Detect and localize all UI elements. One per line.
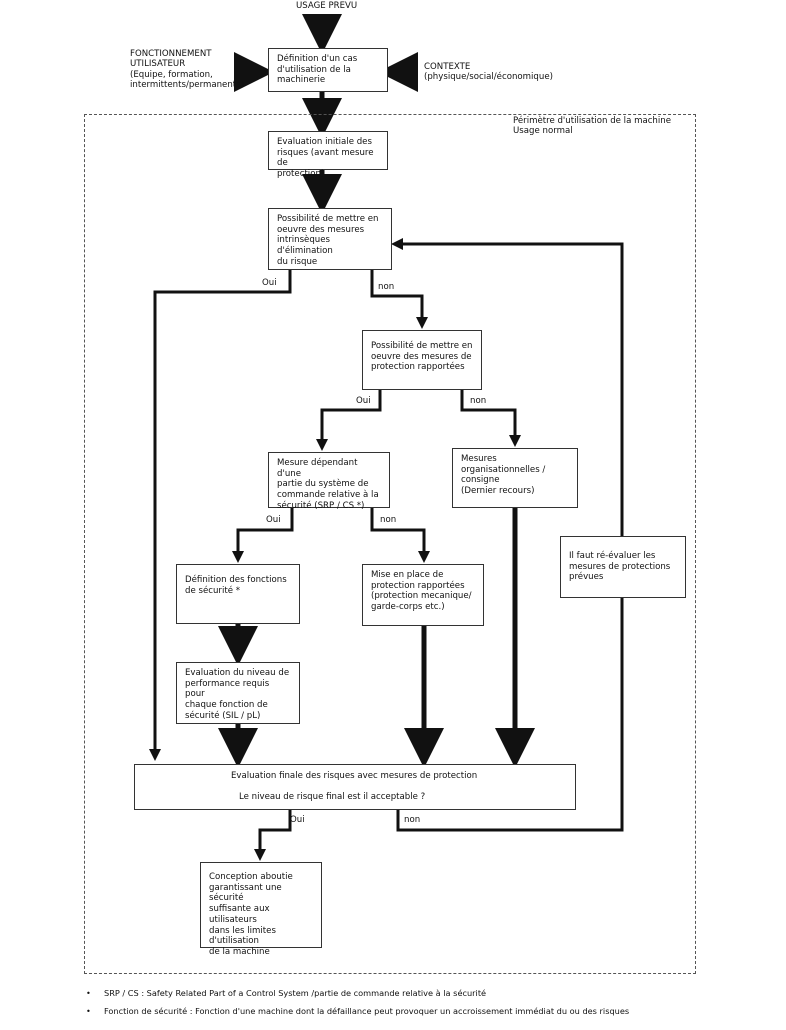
label-non-srp: non [380,515,397,525]
fonctionnement-utilisateur-label: FONCTIONNEMENT UTILISATEUR (Equipe, form… [130,49,244,90]
mesures-organisationnelles-box: Mesures organisationnelles / consigne (D… [452,448,578,508]
label-non-final: non [404,815,421,825]
definition-box: Définition d'un cas d'utilisation de la … [268,48,388,92]
niveau-performance-box: Evaluation du niveau de performance requ… [176,662,300,724]
footnote-fonction-securite: •Fonction de sécurité : Fonction d'une m… [86,1006,630,1016]
perimeter-label: Périmètre d'utilisation de la machine Us… [513,116,671,137]
label-oui-final: Oui [290,815,305,825]
path-final-oui [254,810,292,861]
label-oui-rapportees: Oui [356,396,371,406]
label-oui-intrinseque: Oui [262,278,277,288]
reevaluer-box: Il faut ré-évaluer les mesures de protec… [560,536,686,598]
protection-rapportees-box: Mise en place de protection rapportées (… [362,564,484,626]
path-intr-oui [149,270,292,761]
evaluation-finale-box: Evaluation finale des risques avec mesur… [134,764,576,810]
label-non-intrinseque: non [378,282,395,292]
label-non-rapportees: non [470,396,487,406]
path-intr-non [370,270,428,329]
usage-prevu-label: USAGE PREVU [296,1,358,11]
mesures-rapportees-box: Possibilité de mettre en oeuvre des mesu… [362,330,482,390]
footnote-srp: •SRP / CS : Safety Related Part of a Con… [86,988,487,998]
mesures-intrinseques-box: Possibilité de mettre en oeuvre des mesu… [268,208,392,270]
label-oui-srp: Oui [266,515,281,525]
conception-aboutie-box: Conception aboutie garantissant une sécu… [200,862,322,957]
path-final-non [391,238,624,832]
evaluation-initiale-box: Evaluation initiale des risques (avant m… [268,131,388,179]
fonctions-securite-box: Définition des fonctions de sécurité * [176,564,300,624]
path-rapp-oui [316,390,382,451]
contexte-label: CONTEXTE (physique/social/économique) [424,62,553,83]
perimeter-boundary [84,114,696,974]
path-srp-non [370,508,430,563]
srp-cs-box: Mesure dépendant d'une partie du système… [268,452,390,511]
path-rapp-non [460,390,521,447]
path-srp-oui [232,508,294,563]
